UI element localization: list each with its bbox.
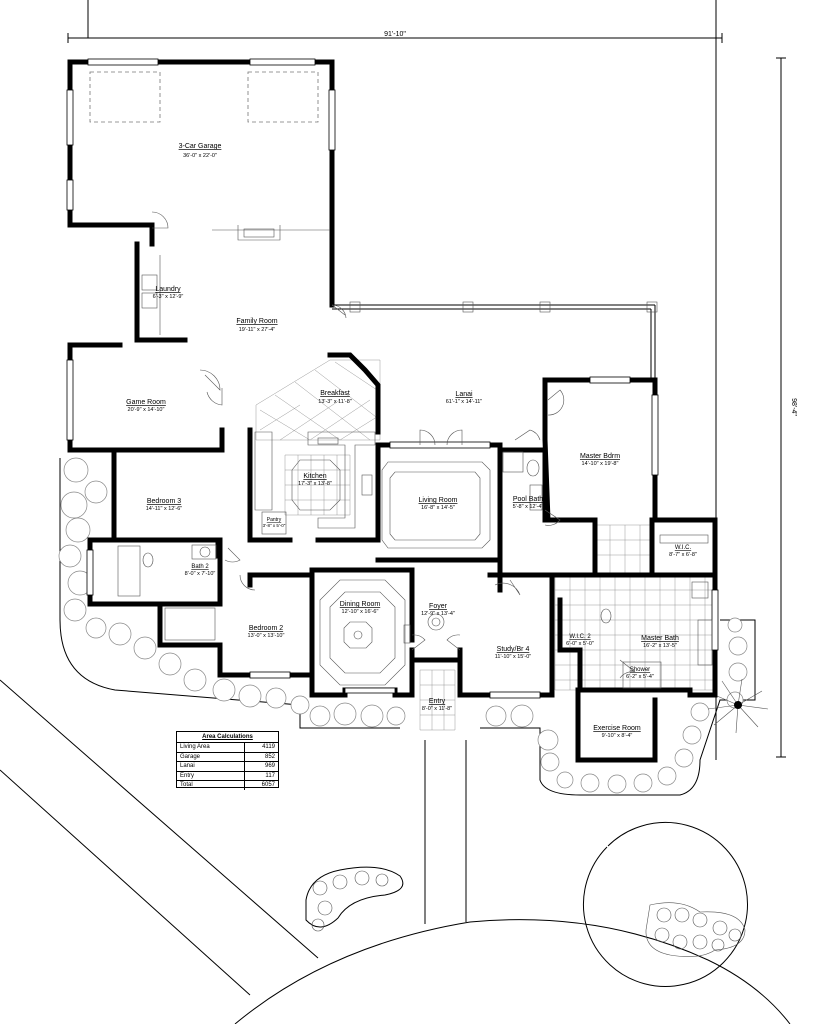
master-bath-name: Master Bath bbox=[641, 635, 679, 642]
shower-name: Shower bbox=[630, 667, 650, 673]
fixtures bbox=[117, 255, 713, 689]
laundry-name: Laundry bbox=[155, 286, 181, 293]
table-row: Entry 117 bbox=[177, 770, 278, 781]
area-label: Garage bbox=[177, 752, 245, 762]
area-label: Total bbox=[177, 781, 245, 790]
game-room-name: Game Room bbox=[126, 399, 166, 406]
area-calculations-table: Area Calculations Living Area 4119 Garag… bbox=[176, 731, 279, 790]
study-name: Study/Br 4 bbox=[497, 646, 530, 653]
area-label: Entry bbox=[177, 771, 245, 781]
master-bdrm-name: Master Bdrm bbox=[580, 453, 620, 460]
pool-bath-size: 5'-8" x 12'-4" bbox=[513, 504, 544, 510]
pantry-size: 3'-8" x 5'-0" bbox=[263, 523, 286, 528]
bedroom3-name: Bedroom 3 bbox=[147, 498, 181, 505]
kitchen-name: Kitchen bbox=[303, 473, 326, 480]
kitchen-size: 17'-3" x 13'-8" bbox=[298, 481, 332, 487]
garage-size: 36'-0" x 22'-0" bbox=[183, 153, 217, 159]
table-row: Total 6057 bbox=[177, 780, 278, 790]
pantry-name: Pantry bbox=[267, 517, 282, 523]
master-bath-size: 16'-2" x 13'-5" bbox=[643, 643, 677, 649]
landscape-shrubs bbox=[58, 457, 769, 952]
room-labels: 3-Car Garage 36'-0" x 22'-0" Laundry 6'-… bbox=[126, 143, 697, 739]
dining-room-name: Dining Room bbox=[340, 601, 381, 608]
wic2-name: W.I.C. 2 bbox=[569, 634, 591, 640]
breakfast-name: Breakfast bbox=[320, 390, 350, 397]
area-label: Living Area bbox=[177, 743, 245, 752]
overall-depth-label: 98'-4" bbox=[790, 398, 797, 416]
bath2-size: 8'-0" x 7'-10" bbox=[185, 571, 216, 577]
garage-name: 3-Car Garage bbox=[179, 143, 222, 150]
wic-size: 8'-7" x 6'-8" bbox=[669, 552, 697, 558]
area-value: 117 bbox=[265, 772, 275, 779]
family-room-size: 19'-11" x 27'-4" bbox=[239, 327, 276, 333]
bedroom2-name: Bedroom 2 bbox=[249, 625, 283, 632]
bath2-name: Bath 2 bbox=[191, 564, 209, 570]
bedroom2-size: 13'-0" x 13'-10" bbox=[248, 633, 285, 639]
palm-tree bbox=[707, 678, 769, 734]
table-row: Living Area 4119 bbox=[177, 742, 278, 752]
door-swings bbox=[151, 211, 636, 679]
wic-name: W.I.C. bbox=[675, 545, 692, 551]
overall-width-label: 91'-10" bbox=[384, 31, 406, 38]
laundry-size: 6'-3" x 12'-9" bbox=[153, 294, 184, 300]
family-room-name: Family Room bbox=[236, 318, 277, 325]
area-value: 969 bbox=[264, 763, 275, 770]
pool-bath-name: Pool Bath bbox=[513, 496, 543, 503]
dimension-lines bbox=[67, 33, 786, 758]
entry-name: Entry bbox=[429, 698, 446, 705]
table-row: Lanai 969 bbox=[177, 761, 278, 771]
garage-details bbox=[89, 71, 330, 241]
area-label: Lanai bbox=[177, 762, 245, 771]
area-table-title: Area Calculations bbox=[202, 734, 253, 740]
entry-size: 8'-0" x 11'-8" bbox=[422, 706, 452, 712]
foyer-name: Foyer bbox=[429, 603, 448, 610]
site-lines bbox=[0, 0, 791, 1024]
area-value: 6057 bbox=[261, 782, 275, 789]
master-bdrm-size: 14'-10" x 19'-8" bbox=[582, 461, 619, 467]
area-value: 4119 bbox=[262, 744, 275, 750]
living-room-size: 16'-8" x 14'-5" bbox=[421, 505, 455, 511]
lanai-size: 61'-1" x 14'-11" bbox=[446, 399, 483, 405]
shower-size: 6'-2" x 5'-4" bbox=[626, 674, 654, 680]
dining-room-size: 12'-10" x 16'-6" bbox=[342, 609, 379, 615]
game-room-size: 20'-9" x 14'-10" bbox=[128, 407, 165, 413]
foyer-size: 12'-9" x 13'-4" bbox=[421, 611, 455, 617]
table-row: Garage 852 bbox=[177, 751, 278, 762]
windows bbox=[66, 58, 719, 699]
area-value: 852 bbox=[264, 753, 275, 760]
breakfast-size: 13'-3" x 11'-8" bbox=[318, 399, 351, 405]
living-room-name: Living Room bbox=[419, 497, 458, 504]
exercise-room-name: Exercise Room bbox=[593, 725, 641, 732]
exercise-room-size: 9'-10" x 8'-4" bbox=[602, 733, 633, 739]
study-size: 11'-10" x 15'-0" bbox=[495, 654, 532, 660]
lanai-name: Lanai bbox=[455, 391, 473, 398]
bedroom3-size: 14'-11" x 12'-6" bbox=[146, 506, 183, 512]
wic2-size: 6'-0" x 5'-0" bbox=[566, 641, 594, 647]
